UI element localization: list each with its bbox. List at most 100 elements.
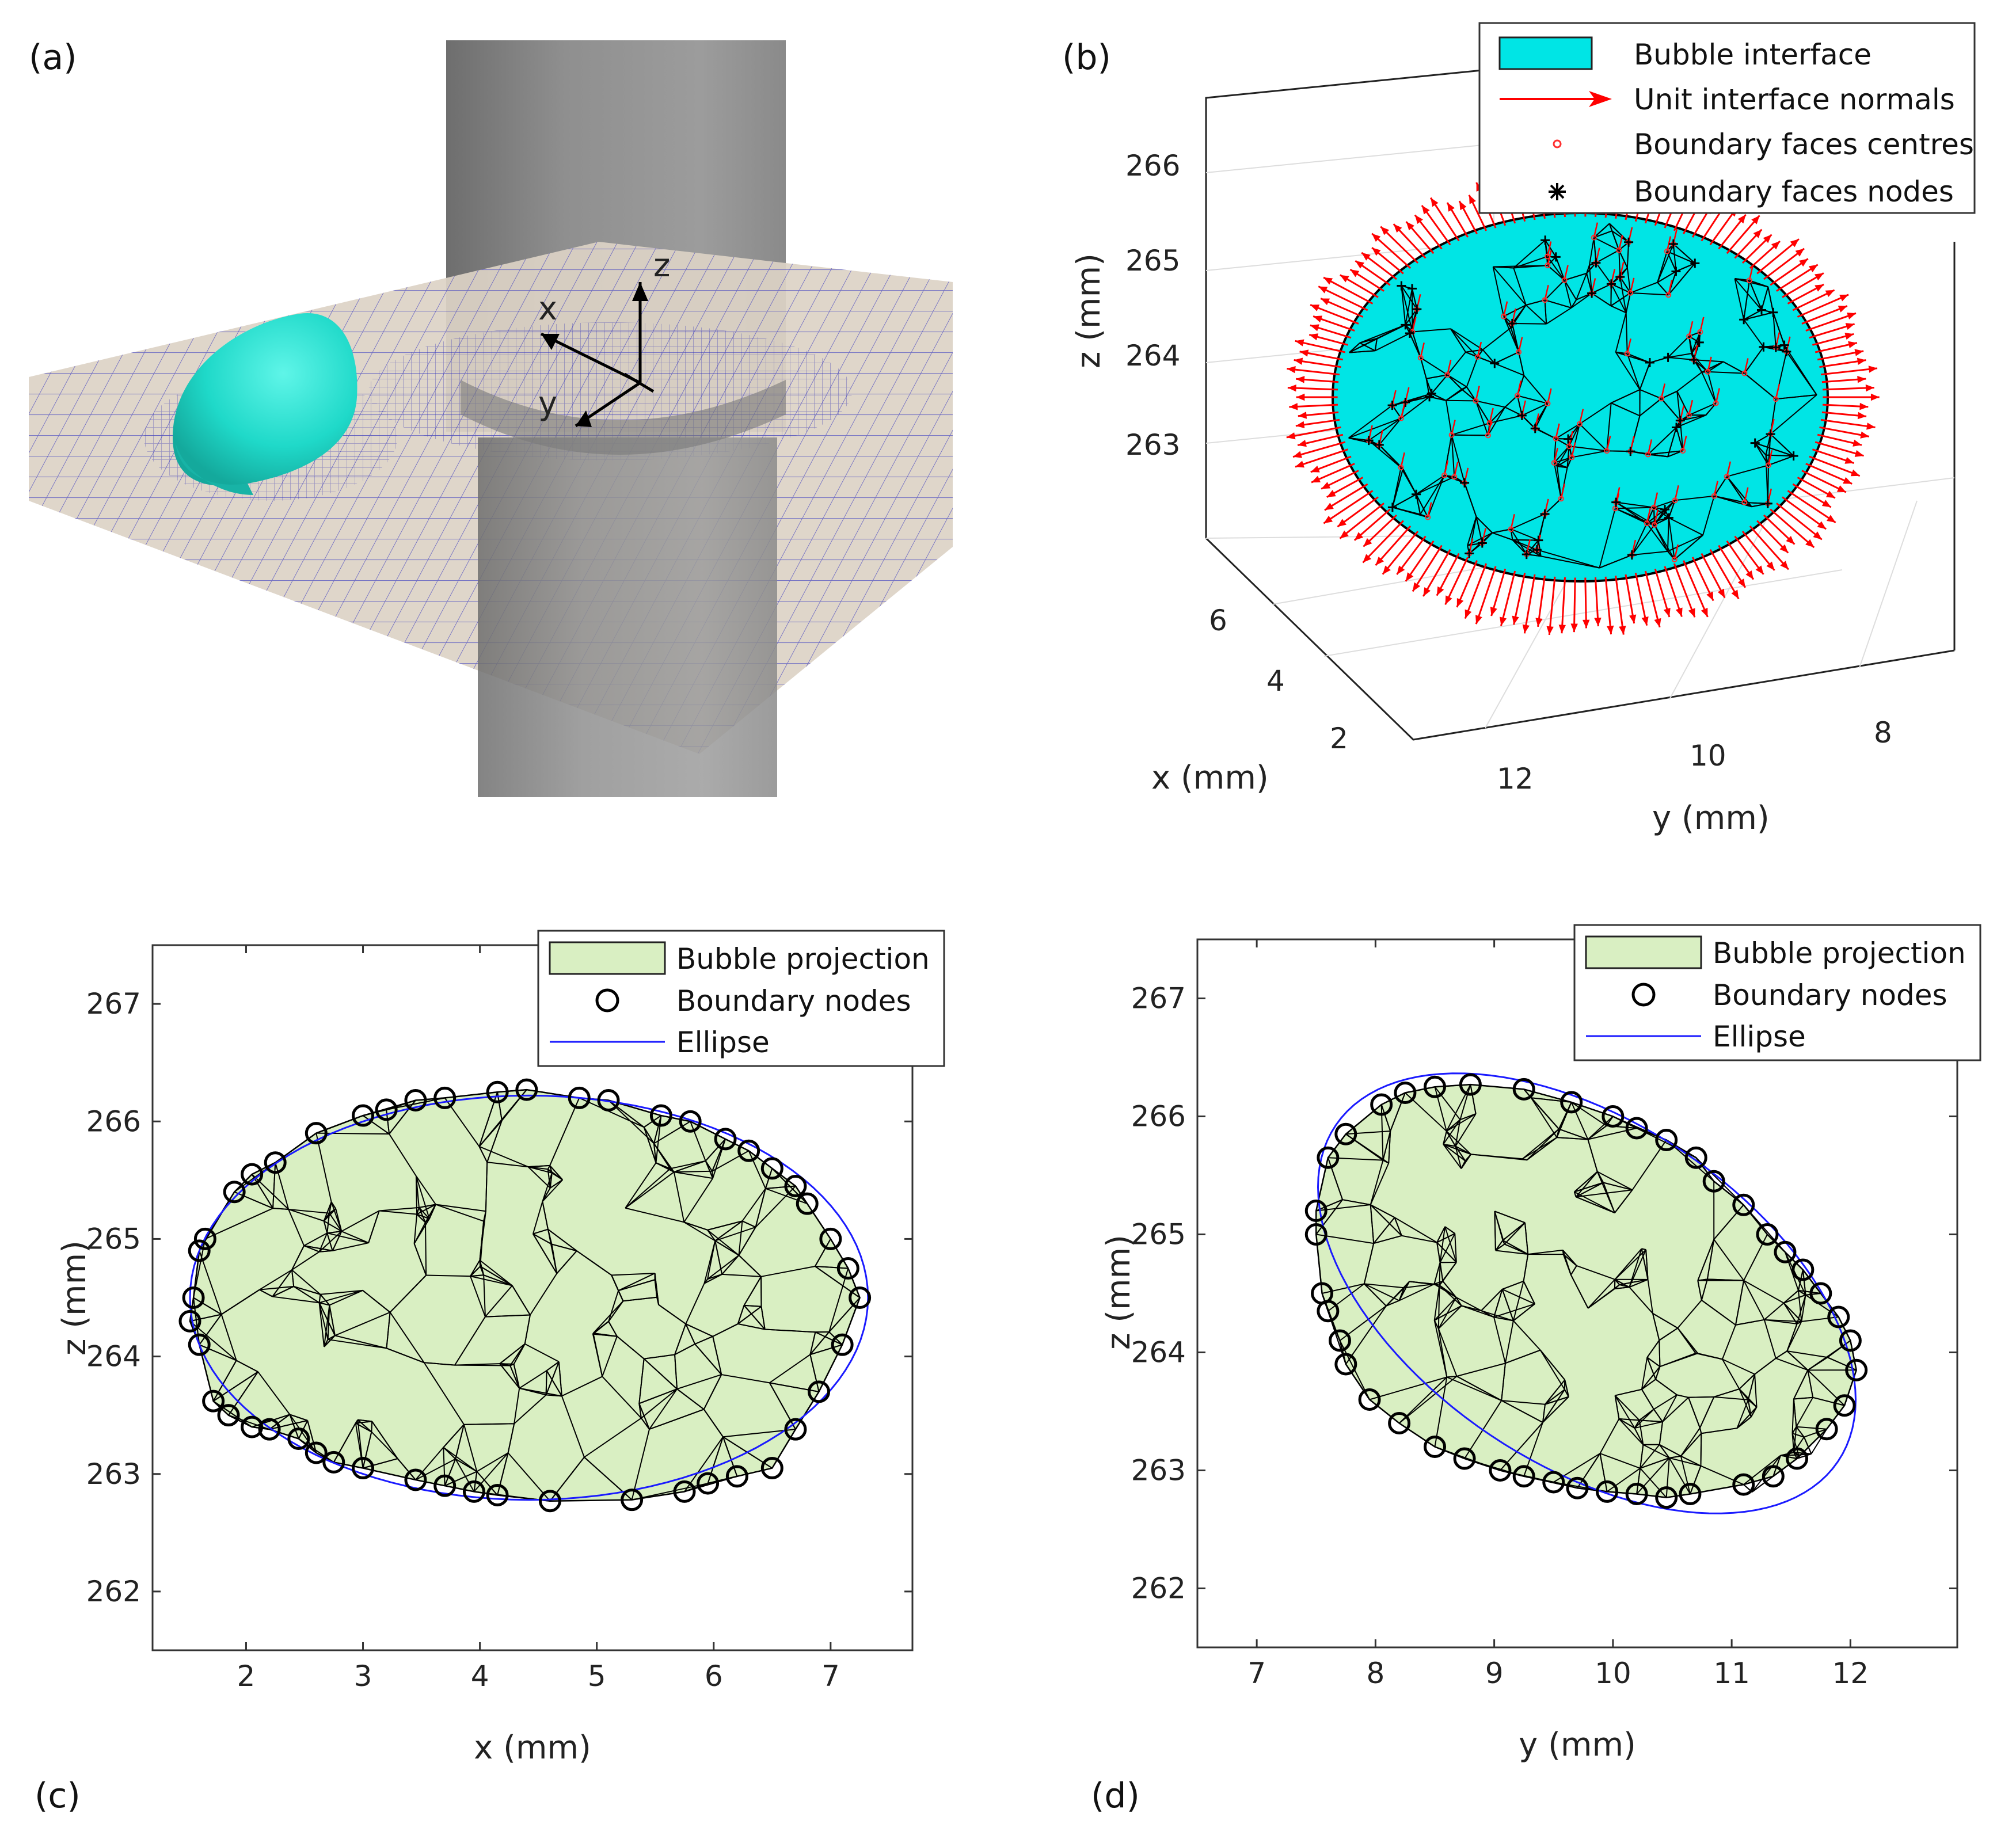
mesh-edge [1523, 1254, 1529, 1282]
normal-arrow [1673, 563, 1696, 618]
face-centre [1545, 400, 1551, 406]
surface-edge [1599, 554, 1633, 569]
surface-edge [1451, 435, 1466, 484]
mesh-edge [1481, 1310, 1514, 1322]
surface-edge [1402, 468, 1417, 495]
mesh-edge [551, 1243, 577, 1252]
normal-arrow [1805, 312, 1857, 332]
mesh-edge [1455, 1113, 1477, 1147]
surface-edge [1412, 328, 1451, 333]
surface-edge [1639, 362, 1650, 390]
surface-edge [1568, 423, 1580, 440]
surface-edge [1646, 523, 1668, 552]
normal-arrowhead [1859, 402, 1869, 410]
ylabel-d: z (mm) [1100, 1235, 1138, 1350]
cylinder-lower [478, 437, 777, 797]
mesh-edge [1660, 1353, 1696, 1368]
mesh-edge [644, 1354, 675, 1360]
mesh-edge [707, 1436, 724, 1484]
mesh-edge [1676, 1394, 1689, 1398]
surface-edge [1523, 375, 1549, 404]
surface-edge [1631, 550, 1668, 556]
mesh-edge [443, 1446, 456, 1460]
boundary-node [836, 1257, 859, 1280]
mesh-edge [1659, 1421, 1664, 1445]
mesh-edge [379, 1210, 417, 1215]
normal-arrowhead [1839, 294, 1849, 302]
mesh-edge [685, 1323, 713, 1337]
boundary-node [649, 1104, 672, 1127]
normal-arrowhead [1311, 475, 1321, 483]
mesh-edge [1373, 1235, 1402, 1244]
face-node [1460, 478, 1470, 488]
mesh-edge [1455, 1297, 1482, 1311]
normal-arrow [1292, 441, 1346, 458]
mesh-edge [602, 1336, 618, 1377]
mesh-edge [558, 1361, 562, 1396]
surface-edge [1494, 351, 1519, 364]
mesh-edge [1373, 1217, 1395, 1244]
mesh-edge [1403, 1281, 1410, 1288]
normal-arrowhead [1755, 565, 1764, 574]
face-node [1624, 237, 1634, 247]
face-centre [1398, 465, 1404, 471]
surface-edge [1416, 476, 1455, 495]
mesh-edge [415, 1175, 430, 1219]
normal-arrowhead [1570, 623, 1578, 633]
y-tick-10: 10 [1690, 739, 1726, 772]
normal-arrowhead [1340, 275, 1349, 283]
mesh-edge [810, 1344, 843, 1356]
surface-edge [1489, 406, 1506, 424]
boundary-node [1489, 1459, 1512, 1482]
surface-edge [1654, 509, 1665, 526]
surface-edge [1535, 428, 1557, 439]
mesh-edge [303, 1245, 319, 1253]
mesh-edge [703, 1273, 722, 1284]
mesh-edge [1587, 1279, 1616, 1309]
mesh-edge [443, 1446, 477, 1472]
face-centre [1604, 448, 1610, 454]
mesh-edge [1460, 1154, 1472, 1169]
mesh-edge [576, 1250, 612, 1276]
mesh-edge [1386, 1300, 1399, 1307]
mesh-edge [463, 1423, 515, 1425]
boundary-nodes-d [1304, 1073, 1868, 1509]
surface-edge [1536, 549, 1600, 569]
mesh-edge [809, 1332, 816, 1355]
mesh-edge [1641, 1379, 1656, 1390]
surface-edge [1713, 476, 1728, 497]
surface-edge [1426, 374, 1448, 379]
mesh-edge [1501, 1289, 1514, 1321]
surface-edge [1676, 371, 1702, 392]
normal-arrowhead [1836, 485, 1846, 493]
mesh-edge [618, 1279, 655, 1292]
surface-edge [1412, 332, 1421, 358]
face-centre [1741, 499, 1748, 505]
mesh-edge [1735, 1319, 1764, 1326]
normal-arrowhead [1355, 261, 1365, 269]
normal-arrowhead [1350, 269, 1360, 277]
mesh-edge [483, 1274, 513, 1286]
mesh-edge [1786, 1350, 1809, 1371]
mesh-edge [1850, 1340, 1857, 1371]
mesh-edge [1495, 1243, 1505, 1251]
surface-edge [1611, 230, 1629, 243]
mesh-edge [714, 1226, 756, 1242]
mesh-edge [528, 1164, 550, 1168]
surface-edge [1744, 347, 1764, 374]
mesh-edge [1502, 1288, 1535, 1305]
mesh-edge [1493, 1289, 1503, 1318]
mesh-edge [1714, 1388, 1740, 1398]
mesh-edge [189, 1297, 195, 1322]
mesh-edge [1481, 1289, 1503, 1311]
surface-edge [1401, 286, 1413, 332]
surface-edge [1544, 280, 1565, 300]
mesh-edge [1446, 1130, 1456, 1147]
normal-arrow [1287, 368, 1340, 376]
surface-edge [1405, 309, 1418, 326]
surface-edge [1521, 403, 1548, 416]
normal-arrow [1797, 294, 1849, 318]
mesh-edge [323, 1201, 332, 1221]
normal-arrowhead [1456, 598, 1464, 608]
boundary-node [1453, 1447, 1476, 1470]
